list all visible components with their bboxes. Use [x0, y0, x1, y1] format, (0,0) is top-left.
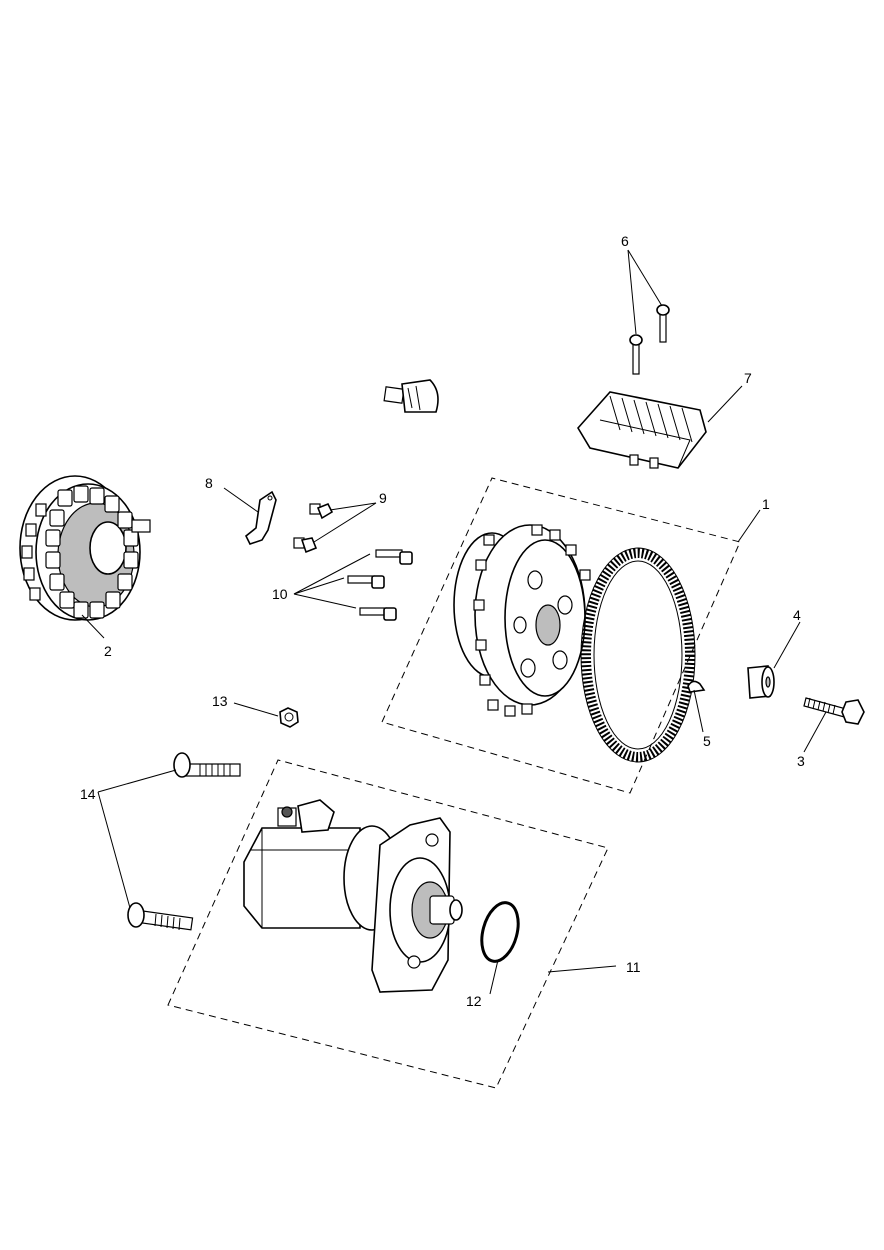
callout-7: 7	[744, 370, 752, 386]
stator	[19, 475, 151, 621]
bolt-10-c	[359, 607, 397, 621]
nut	[279, 707, 299, 728]
assembly-11-box	[167, 759, 609, 1089]
callout-2: 2	[104, 643, 112, 659]
callout-3: 3	[797, 753, 805, 769]
callout-8: 8	[205, 475, 213, 491]
starter-motor	[243, 799, 463, 993]
o-ring	[480, 901, 520, 963]
woodruff-key	[687, 680, 706, 693]
starter-ring-gear	[580, 547, 696, 763]
stator-harness	[125, 320, 439, 526]
regulator-rectifier	[577, 391, 707, 469]
bolt-10-a	[375, 549, 413, 565]
screw-6-left	[629, 334, 643, 375]
callout-1: 1	[762, 496, 770, 512]
rotor	[453, 524, 591, 717]
washer	[747, 665, 775, 699]
callout-4: 4	[793, 607, 801, 623]
flange-bolt-lower	[293, 537, 318, 554]
rotor-bolt	[803, 697, 865, 725]
callout-13: 13	[212, 693, 228, 709]
callout-10: 10	[272, 586, 288, 602]
callout-6: 6	[621, 233, 629, 249]
leader-lines	[81, 249, 827, 995]
bolt-10-b	[347, 575, 385, 589]
callout-14: 14	[80, 786, 96, 802]
harness-clip	[244, 490, 277, 545]
callout-9: 9	[379, 490, 387, 506]
callout-11: 11	[626, 959, 641, 975]
callout-5: 5	[703, 733, 711, 749]
flange-bolt-upper	[309, 502, 334, 520]
screw-6-right	[656, 304, 670, 343]
callout-12: 12	[466, 993, 482, 1009]
starter-bolt-upper	[173, 752, 241, 778]
starter-bolt-lower	[127, 902, 194, 931]
